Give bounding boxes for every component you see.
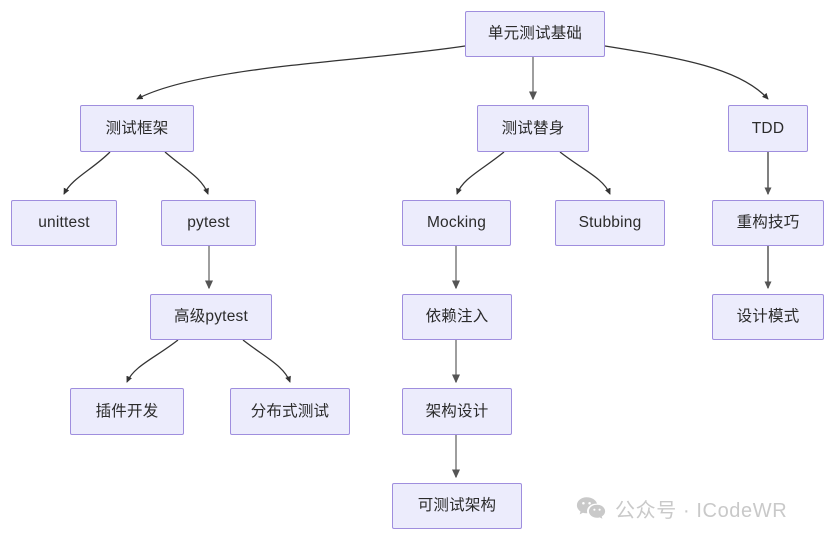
node-testable-architecture[interactable]: 可测试架构 [392,483,522,529]
edge-advpytest-to-plugindev [126,339,179,383]
node-label: 架构设计 [425,402,489,420]
node-refactor-techniques[interactable]: 重构技巧 [712,200,824,246]
node-label: 测试替身 [501,119,565,137]
node-label: 插件开发 [95,402,159,420]
node-label: 重构技巧 [736,214,800,232]
node-test-doubles[interactable]: 测试替身 [477,105,589,152]
node-label: 可测试架构 [417,497,497,515]
node-distributed-testing[interactable]: 分布式测试 [230,388,350,435]
watermark: 公众号 · ICodeWR [576,494,787,523]
edge-framework-to-unittest [63,151,111,195]
node-mocking[interactable]: Mocking [402,200,511,246]
node-design-patterns[interactable]: 设计模式 [712,294,824,340]
wechat-icon [576,496,606,519]
node-advanced-pytest[interactable]: 高级pytest [150,294,272,340]
node-label: 测试框架 [105,119,169,137]
node-framework[interactable]: 测试框架 [80,105,194,152]
node-label: unittest [38,214,90,232]
node-pytest[interactable]: pytest [161,200,256,246]
edge-doubles-to-stubbing [559,151,611,195]
edge-root-to-framework [136,45,466,100]
edge-framework-to-pytest [164,151,209,195]
node-label: pytest [187,214,230,232]
node-label: 设计模式 [736,308,800,326]
node-label: 单元测试基础 [487,25,583,43]
node-stubbing[interactable]: Stubbing [555,200,665,246]
node-label: TDD [751,119,785,137]
watermark-text: 公众号 · ICodeWR [615,500,788,522]
node-label: 高级pytest [174,308,248,326]
node-root[interactable]: 单元测试基础 [465,11,605,57]
node-label: 依赖注入 [425,308,489,326]
node-architecture-design[interactable]: 架构设计 [402,388,512,435]
edge-root-to-tdd [604,45,769,100]
node-unittest[interactable]: unittest [11,200,117,246]
node-label: Stubbing [578,214,642,232]
edge-advpytest-to-distributed [242,339,291,383]
node-label: Mocking [426,214,487,232]
edge-doubles-to-mocking [456,151,505,195]
node-dependency-injection[interactable]: 依赖注入 [402,294,512,340]
node-label: 分布式测试 [250,402,330,420]
node-tdd[interactable]: TDD [728,105,808,152]
node-plugin-development[interactable]: 插件开发 [70,388,184,435]
